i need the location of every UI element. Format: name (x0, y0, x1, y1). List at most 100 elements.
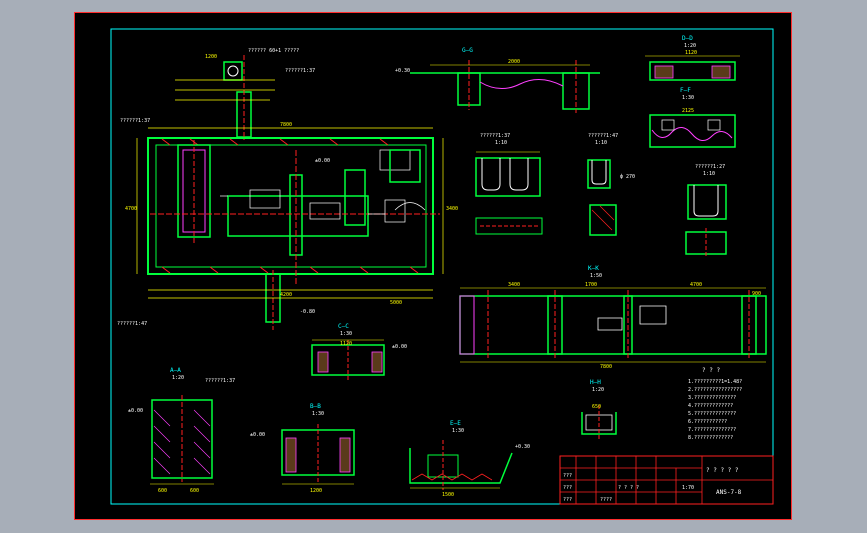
section-f-dim: 2125 (682, 108, 694, 114)
section-k-dim-1: 3400 (508, 282, 520, 288)
notes-line-5: 5.?????????????? (688, 411, 736, 417)
plan-note-1: ?????? 60+1 ????? (248, 48, 299, 54)
section-f-title: F—F (680, 87, 691, 94)
section-e-scale: 1:30 (452, 428, 464, 434)
section-f-scale: 1:30 (682, 95, 694, 101)
section-c-scale: 1:30 (340, 331, 352, 337)
inner-frame (110, 28, 774, 505)
title-approver: ??? (563, 497, 572, 503)
section-f: F—F 1:30 2125 (649, 87, 736, 148)
section-g: G—G 2000 +0.30 (395, 47, 600, 113)
detail-3-title: ??????1:27 (695, 164, 725, 170)
detail-2-title: ??????1:47 (588, 133, 618, 139)
plan-elev-1: ±0.00 (315, 158, 330, 164)
plan-elev-2: -0.80 (300, 309, 315, 315)
plan-details (220, 149, 426, 223)
title-block: ??? ??? ??? ???? ? ? ? ? ? ? ? ? ? 1:70 … (559, 455, 774, 505)
section-k-scale: 1:50 (590, 273, 602, 279)
detail-2-scale: 1:10 (595, 140, 607, 146)
section-e-dim: 1500 (442, 492, 454, 498)
plan-dim-bottom: 4200 (280, 292, 292, 298)
notes-block: ? ? ? 1.?????????1=1.48? 2.?????????????… (688, 367, 742, 441)
right-chamber (389, 149, 421, 183)
section-a-elev: ±0.00 (128, 408, 143, 414)
section-h: H—H 1:20 650 (581, 379, 617, 440)
notes-line-1: 1.?????????1=1.48? (688, 379, 742, 385)
plan-note-3: ??????1:37 (120, 118, 150, 124)
section-b-title: B—B (310, 403, 321, 410)
plan-dim-right: 3400 (446, 206, 458, 212)
title-project: ? ? ? ? ? (706, 467, 739, 474)
plan-dim-left: 4700 (125, 206, 137, 212)
section-e: E—E 1:30 1500 +0.30 (409, 420, 530, 498)
section-a-dim-2: 600 (190, 488, 199, 494)
title-designer: ??? (563, 473, 572, 479)
section-b: B—B 1:30 1200 ±0.00 (250, 403, 355, 494)
section-a-scale: 1:20 (172, 375, 184, 381)
plan-outer-wall (147, 137, 434, 275)
plan-note-2: ??????1:37 (285, 68, 315, 74)
detail-3-scale: 1:10 (703, 171, 715, 177)
plan-dim-lines (136, 79, 444, 299)
notes-line-2: 2.???????????????? (688, 387, 742, 393)
section-c-title: C—C (338, 323, 349, 330)
detail-2-pipe: ф 270 (620, 174, 635, 180)
plan-note-4: ??????1:47 (117, 321, 147, 327)
section-e-elev: +0.30 (515, 444, 530, 450)
section-k: K—K 1:50 3400 1700 4700 7800 900 (459, 265, 767, 370)
section-a-title: A—A (170, 367, 181, 374)
plan-dim-bottom2: 5000 (390, 300, 402, 306)
channel-1 (227, 195, 369, 237)
section-k-dim-2: 1700 (585, 282, 597, 288)
section-c-dim: 1120 (340, 341, 352, 347)
section-a: A—A 1:20 600 600 ??????1:37 ±0.00 (128, 367, 235, 494)
section-d-scale: 1:20 (684, 43, 696, 49)
title-date: ???? (600, 497, 612, 503)
section-h-title: H—H (590, 379, 601, 386)
section-b-elev: ±0.00 (250, 432, 265, 438)
section-g-dim: 2000 (508, 59, 520, 65)
section-b-scale: 1:30 (312, 411, 324, 417)
section-b-dim: 1200 (310, 488, 322, 494)
detail-3: ??????1:27 1:10 (685, 164, 727, 258)
section-d-dim: 1120 (685, 50, 697, 56)
channel-3 (344, 169, 366, 226)
notes-line-8: 8.????????????? (688, 435, 733, 441)
notes-line-7: 7.?????????????? (688, 427, 736, 433)
section-g-elev: +0.30 (395, 68, 410, 74)
section-g-title: G—G (462, 47, 473, 54)
detail-1-scale: 1:10 (495, 140, 507, 146)
section-e-title: E—E (450, 420, 461, 427)
section-k-title: K—K (588, 265, 599, 272)
notes-title: ? ? ? (702, 367, 720, 374)
main-plan (136, 55, 444, 330)
manhole-circle (227, 65, 239, 77)
notes-line-3: 3.?????????????? (688, 395, 736, 401)
detail-2: ??????1:47 1:10 ф 270 (587, 133, 635, 236)
section-h-scale: 1:20 (592, 387, 604, 393)
section-c: C—C 1:30 1120 ±0.00 (311, 323, 407, 382)
section-c-elev: ±0.00 (392, 344, 407, 350)
section-k-dim-3: 4700 (690, 282, 702, 288)
section-k-dim-5: 900 (752, 291, 761, 297)
title-sheet-count: ? ? ? ? (618, 485, 639, 491)
section-d-title: D—D (682, 35, 693, 42)
plan-dim-mh: 1200 (205, 54, 217, 60)
notes-line-4: 4.????????????? (688, 403, 733, 409)
section-a-dim-1: 600 (158, 488, 167, 494)
section-d: D—D 1:20 1120 (645, 35, 740, 81)
section-a-note: ??????1:37 (205, 378, 235, 384)
detail-1-title: ??????1:37 (480, 133, 510, 139)
title-scale: 1:70 (682, 485, 694, 491)
plan-dim-top: 7800 (280, 122, 292, 128)
section-k-dim-4: 7800 (600, 364, 612, 370)
notes-line-6: 6.??????????? (688, 419, 727, 425)
plan-inner-wall (155, 144, 427, 268)
manhole-top (223, 61, 243, 81)
detail-1: ??????1:37 1:10 (475, 133, 543, 235)
wall-hatch (161, 138, 419, 274)
section-h-dim: 650 (592, 404, 601, 410)
title-drawing-no: ANS-7-8 (716, 489, 742, 496)
